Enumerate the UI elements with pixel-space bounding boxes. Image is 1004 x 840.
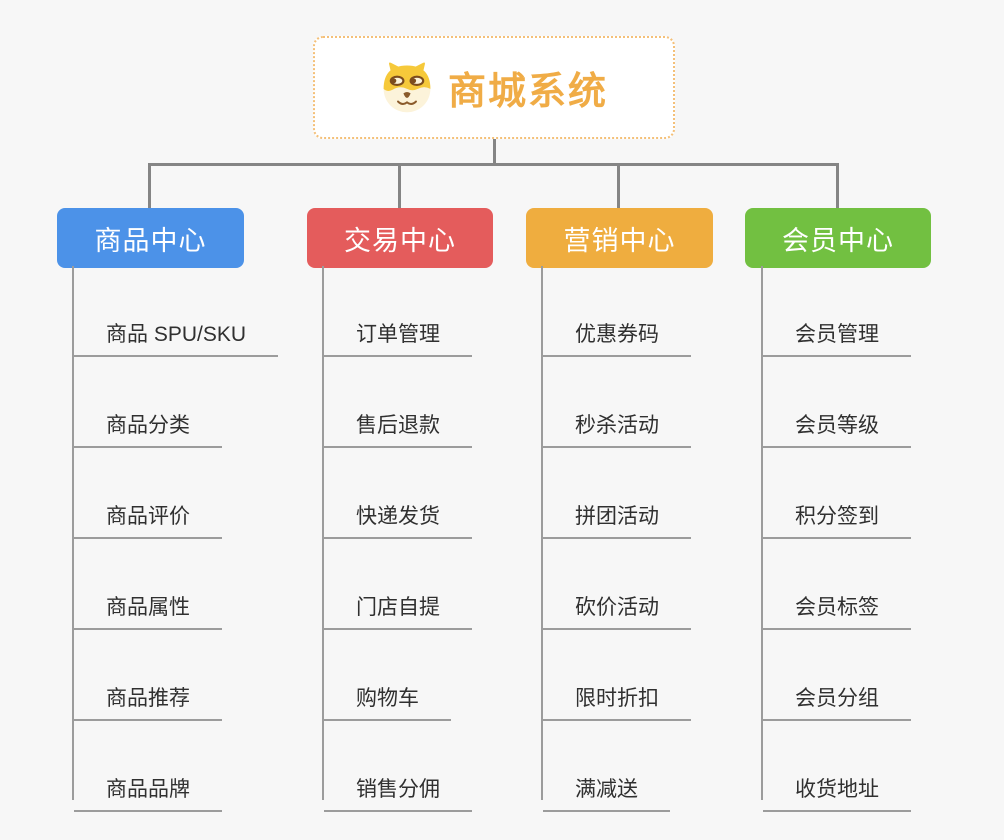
- leaf-node[interactable]: 限时折扣: [543, 630, 691, 721]
- root-title: 商城系统: [447, 71, 608, 113]
- branch-header-marketing-center[interactable]: 营销中心: [526, 208, 713, 268]
- branch-header-member-center[interactable]: 会员中心: [745, 208, 931, 268]
- branch-header-product-center[interactable]: 商品中心: [57, 208, 244, 268]
- branch-children-member-center: 会员管理 会员等级 积分签到 会员标签 会员分组 收货地址: [761, 266, 911, 812]
- leaf-node[interactable]: 积分签到: [763, 448, 911, 539]
- leaf-node[interactable]: 收货地址: [763, 721, 911, 812]
- leaf-node[interactable]: 快递发货: [324, 448, 472, 539]
- leaf-node[interactable]: 会员标签: [763, 539, 911, 630]
- connector-drop-members: [836, 163, 839, 209]
- leaf-node[interactable]: 销售分佣: [324, 721, 472, 812]
- leaf-node[interactable]: 商品属性: [74, 539, 222, 630]
- branch-header-trade-center[interactable]: 交易中心: [307, 208, 493, 268]
- leaf-node[interactable]: 满减送: [543, 721, 670, 812]
- leaf-node[interactable]: 商品推荐: [74, 630, 222, 721]
- branch-children-trade-center: 订单管理 售后退款 快递发货 门店自提 购物车 销售分佣: [322, 266, 472, 812]
- leaf-node[interactable]: 商品分类: [74, 357, 222, 448]
- leaf-node[interactable]: 拼团活动: [543, 448, 691, 539]
- doge-icon: [383, 62, 431, 112]
- leaf-node[interactable]: 商品品牌: [74, 721, 222, 812]
- leaf-node[interactable]: 会员管理: [763, 266, 911, 357]
- leaf-node[interactable]: 售后退款: [324, 357, 472, 448]
- leaf-node[interactable]: 门店自提: [324, 539, 472, 630]
- branch-children-marketing-center: 优惠券码 秒杀活动 拼团活动 砍价活动 限时折扣 满减送: [541, 266, 691, 812]
- leaf-node[interactable]: 秒杀活动: [543, 357, 691, 448]
- root-node[interactable]: 商城系统: [313, 36, 675, 139]
- leaf-node[interactable]: 砍价活动: [543, 539, 691, 630]
- leaf-node[interactable]: 商品评价: [74, 448, 222, 539]
- leaf-node[interactable]: 优惠券码: [543, 266, 691, 357]
- connector-drop-marketing: [617, 163, 620, 209]
- connector-root-trunk: [493, 139, 496, 166]
- connector-drop-trade: [398, 163, 401, 209]
- leaf-node[interactable]: 订单管理: [324, 266, 472, 357]
- branch-children-product-center: 商品 SPU/SKU 商品分类 商品评价 商品属性 商品推荐 商品品牌: [72, 266, 279, 812]
- connector-drop-products: [148, 163, 151, 209]
- connector-bus: [148, 163, 839, 166]
- leaf-node[interactable]: 会员等级: [763, 357, 911, 448]
- leaf-node[interactable]: 购物车: [324, 630, 451, 721]
- leaf-node[interactable]: 会员分组: [763, 630, 911, 721]
- leaf-node[interactable]: 商品 SPU/SKU: [74, 266, 279, 357]
